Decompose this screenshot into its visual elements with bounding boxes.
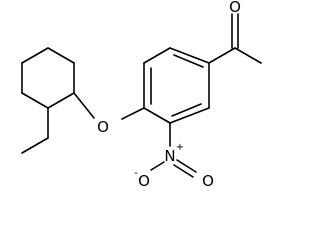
carbonyl-oxygen-label: O xyxy=(229,0,241,16)
bond-nitrogen-oxygen-left xyxy=(150,161,165,171)
bond-ar6-ar1 xyxy=(143,107,171,124)
bond-cy1-cy2 xyxy=(47,47,75,64)
bond-ar3-ar4 xyxy=(169,47,210,64)
bond-ring-carbonyl xyxy=(208,47,236,64)
nitro-nitrogen-label: N xyxy=(164,147,175,165)
nitro-double-bond-b xyxy=(173,164,194,178)
nitro-oxygen-right-label: O xyxy=(202,172,214,190)
cyclohexane-ring xyxy=(21,47,75,109)
nitro-oxygen-left-charge: - xyxy=(134,168,138,179)
ether-oxygen-label: O xyxy=(97,118,109,136)
nitro-double-bond-a xyxy=(176,159,197,173)
bond-cy3-cy4 xyxy=(47,92,75,109)
bond-ar5-ar6 xyxy=(169,107,210,124)
bond-cyclohexyl-oxygen xyxy=(73,92,95,119)
molecule-structure: O O N + O - O xyxy=(21,0,262,190)
bond-carbonyl-methyl xyxy=(234,47,262,64)
acetyl-group: O xyxy=(208,0,262,64)
nitro-nitrogen-charge: + xyxy=(176,142,184,153)
aromatic-inner-bond-3 xyxy=(171,103,202,117)
nitro-oxygen-left-label: O xyxy=(138,172,150,190)
ether-linkage: O xyxy=(73,92,145,136)
bond-cy6-cy1 xyxy=(21,47,49,64)
bond-ar2-ar3 xyxy=(143,47,171,64)
bond-ethyl-ch3 xyxy=(21,137,49,154)
nitro-group: N + O - O xyxy=(134,122,214,190)
aromatic-inner-bond-2 xyxy=(173,54,204,68)
ethyl-group xyxy=(21,107,49,154)
benzene-ring xyxy=(143,47,210,124)
bond-cy4-cy5 xyxy=(21,92,49,109)
bond-oxygen-aryl xyxy=(121,107,145,120)
